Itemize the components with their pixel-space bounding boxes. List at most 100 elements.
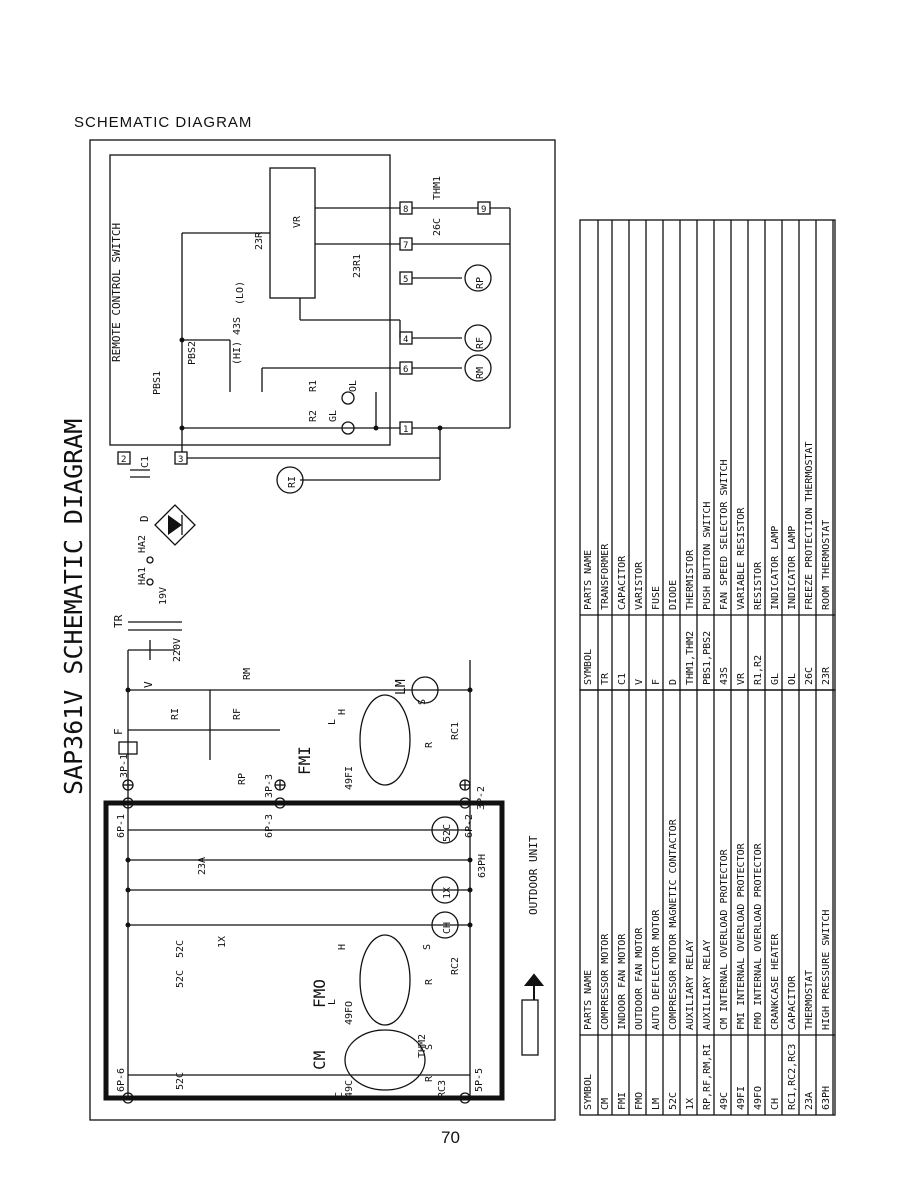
remote-control-label: REMOTE CONTROL SWITCH (110, 223, 123, 362)
table-cell-parts-name: COMPRESSOR MOTOR MAGNETIC CONTACTOR (668, 818, 679, 1030)
label-52c-a: 52C (175, 970, 186, 988)
terminal-box-8: 8 (399, 201, 413, 215)
table-cell-parts-name: AUXILIARY RELAY (702, 940, 713, 1030)
table-cell-symbol: TR (600, 672, 611, 685)
svg-text:RI: RI (287, 476, 298, 488)
svg-text:1: 1 (403, 425, 408, 435)
table-cell-parts-name: FMO INTERNAL OVERLOAD PROTECTOR (753, 842, 764, 1030)
label-23a: 23A (197, 857, 208, 875)
svg-text:CH: CH (442, 922, 453, 934)
fmi-motor-icon (359, 694, 411, 786)
table-cell-parts-name: CM INTERNAL OVERLOAD PROTECTOR (719, 848, 730, 1030)
terminal-6p1 (122, 797, 134, 809)
table-cell-parts-name: CAPACITOR (617, 555, 628, 610)
table-cell-parts-name: AUXILIARY RELAY (685, 940, 696, 1030)
svg-text:4: 4 (403, 335, 408, 345)
svg-text:RM: RM (475, 367, 486, 379)
table-cell-parts-name: INDICATOR LAMP (770, 526, 781, 610)
table-cell-symbol: F (651, 679, 662, 685)
table-cell-parts-name: PUSH BUTTON SWITCH (702, 502, 713, 610)
fmo-motor-icon (359, 934, 411, 1026)
label-fmi-h: H (337, 709, 348, 715)
table-cell-parts-name: TRANSFORMER (600, 543, 611, 610)
label-gl: GL (328, 410, 339, 422)
terminal-box-2: 2 (117, 451, 131, 465)
table-cell-symbol: CM (600, 1098, 611, 1110)
label-fmi-s: S (417, 699, 428, 705)
table-cell-symbol: C1 (617, 673, 628, 685)
contactor-52c-coil: 52C (431, 816, 459, 844)
label-cm-s: S (424, 1044, 435, 1050)
page-heading: SCHEMATIC DIAGRAM (74, 114, 253, 131)
table-cell-symbol: RC1,RC2,RC3 (787, 1044, 798, 1110)
svg-text:RF: RF (475, 337, 486, 349)
table-cell-parts-name: VARIABLE RESISTOR (736, 507, 747, 610)
label-6p1: 6P-1 (116, 814, 127, 838)
label-ri-contact: RI (170, 708, 181, 720)
label-capacitor: C1 (140, 456, 151, 468)
lamp-gl-icon (341, 421, 355, 435)
svg-text:5: 5 (403, 275, 408, 285)
table-cell-symbol: OL (787, 673, 798, 685)
label-diode: D (138, 515, 151, 522)
label-6p6: 6P-6 (116, 1068, 127, 1092)
table-cell-parts-name: FMI INTERNAL OVERLOAD PROTECTOR (736, 842, 747, 1030)
label-52c-c: 52C (175, 1072, 186, 1090)
label-220v: 220V (172, 638, 183, 662)
table-cell-parts-name: ROOM THERMOSTAT (821, 520, 832, 610)
label-r2: R2 (308, 410, 319, 422)
label-transformer: TR (112, 614, 125, 628)
table-cell-parts-name: FUSE (651, 586, 662, 610)
table-cell-parts-name: RESISTOR (753, 561, 764, 610)
label-lm: LM (394, 679, 409, 695)
relay-1x-coil: 1X (431, 876, 459, 904)
label-fmi: FMI (295, 746, 314, 775)
terminal-box-6: 6 (399, 361, 413, 375)
table-cell-parts-name: INDICATOR LAMP (787, 526, 798, 610)
label-fmi-r: R (424, 741, 435, 748)
label-3p3: 3P-3 (264, 774, 275, 798)
label-fmo-r: R (424, 978, 435, 985)
table-cell-symbol: V (634, 679, 645, 685)
terminal-box-7: 7 (399, 237, 413, 251)
table-cell-symbol: RP,RF,RM,RI (702, 1044, 713, 1110)
label-fmo: FMO (310, 979, 329, 1008)
down-arrow-icon (523, 973, 545, 1000)
table-cell-symbol: PBS1,PBS2 (702, 631, 713, 685)
label-cm-r: R (424, 1075, 435, 1082)
label-ha1: HA1 (137, 567, 148, 585)
table-cell-parts-name: THERMOSTAT (804, 970, 815, 1030)
legend-box (521, 999, 539, 1056)
table-header-parts-name: PARTS NAME (583, 550, 594, 610)
table-cell-symbol: 49FI (736, 1086, 747, 1110)
diagram-title: SAP361V SCHEMATIC DIAGRAM (59, 419, 88, 795)
label-5p5: 5P-5 (474, 1068, 485, 1092)
table-cell-symbol: LM (651, 1098, 662, 1110)
table-cell-parts-name: FAN SPEED SELECTOR SWITCH (719, 459, 730, 610)
table-header-symbol: SYMBOL (583, 1074, 594, 1110)
label-fuse: F (112, 728, 125, 735)
terminal-box-4: 4 (399, 331, 413, 345)
label-varistor: V (142, 681, 155, 688)
label-rm-contact: RM (242, 668, 253, 680)
table-cell-symbol: 26C (804, 667, 815, 685)
label-49c: 49C (344, 1080, 355, 1098)
table-cell-parts-name: OUTDOOR FAN MOTOR (634, 927, 645, 1030)
label-pbs1: PBS1 (152, 371, 163, 395)
label-fmo-h: H (337, 944, 348, 950)
cm-motor-icon (344, 1029, 426, 1091)
table-cell-parts-name: HIGH PRESSURE SWITCH (821, 910, 832, 1030)
terminal-box-9: 9 (477, 201, 491, 215)
label-fmo-s: S (422, 944, 433, 950)
label-cm: CM (310, 1051, 329, 1070)
svg-text:3: 3 (178, 455, 183, 465)
table-cell-symbol: VR (736, 672, 747, 685)
svg-text:8: 8 (403, 205, 408, 215)
coil-ri: RI (276, 466, 304, 494)
table-cell-symbol: 43S (719, 667, 730, 685)
label-43s: 43S (232, 317, 243, 335)
label-rf-contact: RF (232, 708, 243, 720)
